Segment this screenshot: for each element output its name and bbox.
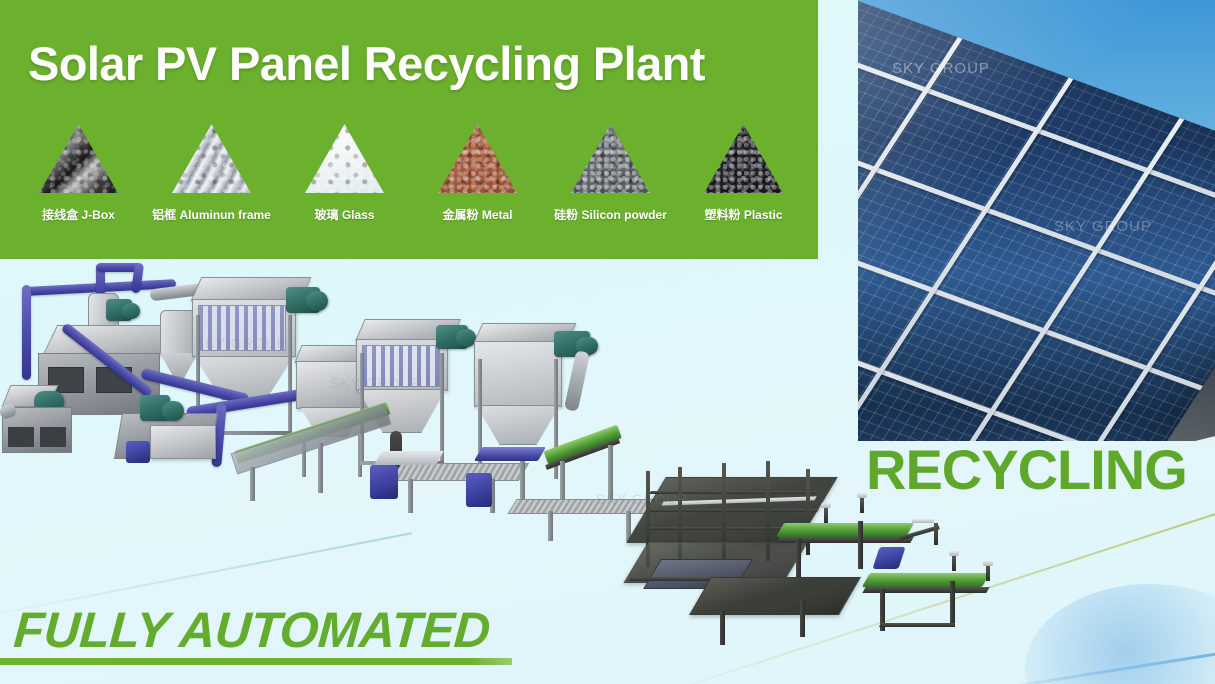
framework-column-5 [646, 471, 650, 567]
grinder-control-box [126, 441, 150, 463]
roller-conveyor-drive-box [370, 465, 398, 499]
crusher-inspection-window-1 [48, 367, 84, 393]
silo-leg-1 [478, 359, 482, 479]
fully-automated-heading: FULLY AUTOMATED [12, 602, 492, 658]
lower-machine-leg-1 [720, 611, 725, 645]
grinder-gearbox-1 [162, 401, 184, 421]
recycling-heading: RECYCLING [866, 438, 1188, 501]
grinder-casing-1 [150, 425, 216, 459]
sorter-gearbox [306, 291, 328, 311]
outfeed-leg-2 [858, 521, 863, 569]
blue-belt-drive-box-1 [466, 473, 492, 507]
material-item-glass: 玻璃 Glass [278, 122, 411, 223]
roller-conveyor-leg-1 [408, 479, 413, 513]
material-item-jbox: 接线盒 J-Box [12, 122, 145, 223]
sorter-leg-1 [196, 315, 200, 433]
material-item-silicon-powder: 硅粉 Silicon powder [544, 122, 677, 223]
end-of-line-robot-body [872, 547, 906, 569]
material-item-metal: 金属粉 Metal [411, 122, 544, 223]
photo-watermark-2: SKY GROUP [1054, 218, 1152, 235]
outfeed-conveyor-belt-2 [861, 573, 991, 587]
green-belt-leg-2 [608, 445, 613, 503]
sensor-head-3 [949, 551, 959, 556]
header-green-panel: Solar PV Panel Recycling Plant 接线盒 J-Box… [0, 0, 818, 259]
material-swatch-aluminium-frame [172, 124, 251, 194]
sensor-post-2 [860, 497, 864, 513]
page-title: Solar PV Panel Recycling Plant [28, 37, 705, 90]
material-label-metal: 金属粉 Metal [442, 208, 513, 222]
background-glow-blob [1025, 584, 1215, 684]
sensor-head-1 [821, 503, 831, 508]
pv-module-seam-v5 [1020, 155, 1215, 441]
framework-column-4 [806, 469, 810, 555]
material-label-aluminium-frame: 铝框 Aluminun frame [152, 208, 271, 222]
screener-leg-1 [360, 353, 364, 463]
conveyor-leg-a [250, 467, 255, 501]
sorter-screen-glass [198, 305, 286, 351]
material-item-aluminium-frame: 铝框 Aluminun frame [145, 122, 278, 223]
solar-panel-array-photo: SKY GROUP SKY GROUP [858, 0, 1215, 441]
framework-column-2 [722, 463, 726, 563]
sensor-post-1 [824, 507, 828, 523]
framework-rail-2 [649, 509, 819, 512]
screener-gearbox [456, 329, 476, 347]
material-swatch-glass [305, 124, 384, 194]
roller-conveyor-leg-2 [490, 479, 495, 513]
silo-leg-2 [554, 359, 558, 479]
material-label-plastic: 塑料粉 Plastic [704, 208, 783, 222]
green-belt-leg-1 [560, 461, 565, 503]
roller-conveyor-infeed-plate [373, 451, 445, 465]
sorter-cross-brace [196, 431, 292, 435]
lower-takeaway-machine [689, 577, 861, 615]
lower-machine-leg-2 [800, 599, 805, 637]
vertical-duct-2 [96, 265, 105, 305]
conveyor-leg-b [318, 443, 323, 493]
blue-transfer-belt-1 [473, 447, 547, 461]
elbow-duct-1 [96, 263, 142, 272]
material-label-silicon-powder: 硅粉 Silicon powder [554, 208, 667, 222]
silo-hopper [476, 405, 560, 445]
pv-module-seam-h4 [858, 254, 1151, 441]
mill-window-1 [8, 427, 34, 447]
silo-body [474, 341, 562, 407]
blue-belt-leg-1 [520, 461, 525, 505]
baghouse-leg-1 [302, 435, 306, 477]
fan-housing-1 [122, 303, 140, 319]
sensor-head-4 [983, 561, 993, 566]
outfeed-leg-3 [880, 589, 885, 631]
material-item-plastic: 塑料粉 Plastic [677, 122, 810, 223]
end-of-line-robot-gripper [912, 519, 934, 523]
screener-leg-2 [440, 353, 444, 463]
screener-glass-panel [362, 345, 440, 387]
framework-rail-1 [649, 491, 819, 494]
outfeed-conveyor-belt-1 [775, 523, 915, 537]
framework-column-1 [678, 467, 682, 565]
sensor-post-3 [952, 555, 956, 571]
photo-watermark-1: SKY GROUP [892, 60, 990, 77]
recycling-line-illustration: SKY GROUP SKY GROUP SKY GROUP [0, 255, 1020, 675]
material-label-jbox: 接线盒 J-Box [42, 208, 115, 222]
sensor-post-4 [986, 565, 990, 581]
fully-automated-underline [0, 658, 512, 665]
material-swatch-plastic [704, 124, 783, 194]
material-label-glass: 玻璃 Glass [314, 208, 375, 222]
roller-line-mid [507, 499, 667, 514]
vertical-duct-1 [22, 285, 31, 380]
outfeed-base-brace [878, 623, 956, 627]
material-swatch-jbox [39, 124, 118, 194]
sensor-head-2 [857, 493, 867, 498]
material-swatch-silicon-powder [571, 124, 650, 194]
material-swatch-metal [438, 124, 517, 194]
silo-outlet-pipe [563, 350, 591, 412]
framework-column-3 [766, 461, 770, 561]
sorter-leg-2 [288, 315, 292, 433]
outfeed-leg-4 [950, 581, 955, 627]
end-of-line-robot-mast [934, 523, 938, 545]
roller-line-leg-2 [626, 511, 631, 541]
mill-window-2 [40, 427, 66, 447]
roller-line-leg-1 [548, 511, 553, 541]
output-materials-row: 接线盒 J-Box 铝框 Aluminun frame 玻璃 Glass 金属粉… [12, 122, 812, 242]
outfeed-leg-1 [796, 539, 801, 579]
